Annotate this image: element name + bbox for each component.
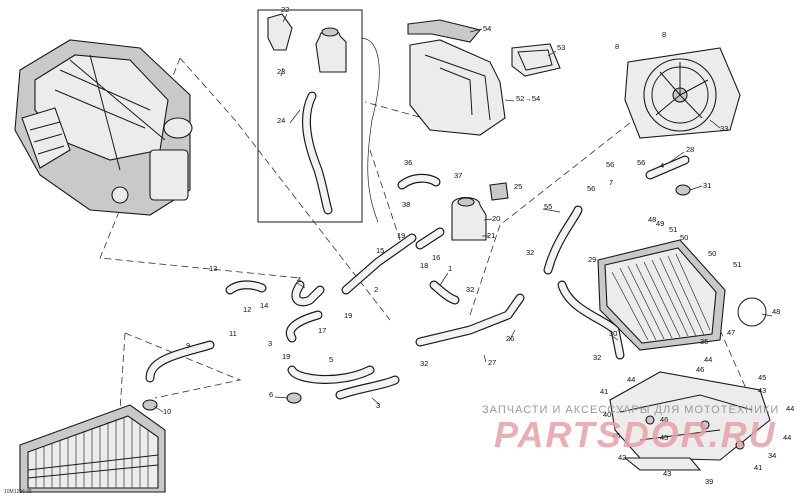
callout-56-a: 56 <box>606 160 614 169</box>
callout-50-b: 50 <box>708 249 716 258</box>
callout-32-c: 32 <box>420 359 428 368</box>
callout-53: 53 <box>557 43 565 52</box>
callout-3: 3 <box>376 401 380 410</box>
mounting-bracket <box>609 371 771 471</box>
callout-44-a: 44 <box>704 355 712 364</box>
callout-51-a: 51 <box>669 225 677 234</box>
callout-3-top: 3 <box>268 339 272 348</box>
callout-19-b: 19 <box>344 311 352 320</box>
callout-46-b: 46 <box>660 415 668 424</box>
document-id: 10M1236 35 <box>4 489 32 495</box>
callout-45-c: 45 <box>660 433 668 442</box>
callout-15: 15 <box>376 246 384 255</box>
callout-8-b: 8 <box>662 30 666 39</box>
callout-38: 38 <box>402 200 410 209</box>
callout-21: 21 <box>487 231 495 240</box>
callout-32-b: 32 <box>466 285 474 294</box>
callout-1: 1 <box>448 264 452 273</box>
watermark-logo: PARTSDOR.RU <box>494 414 777 455</box>
air-duct-assembly <box>407 19 561 136</box>
callout-54-top: 54 <box>483 24 491 33</box>
callout-12: 12 <box>243 305 251 314</box>
callout-2: 2 <box>374 285 378 294</box>
coolant-hoses <box>142 155 691 411</box>
callout-33: 33 <box>720 124 728 133</box>
callout-45-b: 45 <box>612 431 620 440</box>
callout-40: 40 <box>603 410 611 419</box>
callout-39: 39 <box>705 477 713 486</box>
callout-8-a: 8 <box>615 42 619 51</box>
leader-lines <box>153 13 773 413</box>
callout-51-b: 51 <box>733 260 741 269</box>
callout-24: 24 <box>277 116 285 125</box>
callout-45-a: 45 <box>758 373 766 382</box>
callout-32-d: 32 <box>593 353 601 362</box>
callout-18: 18 <box>420 261 428 270</box>
callout-20: 20 <box>492 214 500 223</box>
callout-28: 28 <box>686 145 694 154</box>
callout-13: 13 <box>209 264 217 273</box>
watermark-text: ЗАПЧАСТИ И АКСЕССУАРЫ ДЛЯ МОТОТЕХНИКИ <box>482 404 780 416</box>
callout-23: 23 <box>277 67 285 76</box>
callout-17: 17 <box>318 326 326 335</box>
callout-47: 47 <box>727 328 735 337</box>
callout-19-a: 19 <box>397 231 405 240</box>
callout-36: 36 <box>404 158 412 167</box>
callout-43-b: 43 <box>663 469 671 478</box>
callout-30: 30 <box>609 329 617 338</box>
cooling-fan <box>624 47 741 139</box>
callout-43-a: 43 <box>758 386 766 395</box>
callout-4-top: 4 <box>660 161 664 170</box>
callout-44-c: 44 <box>786 404 794 413</box>
callout-52-54: 52→54 <box>516 94 540 103</box>
callout-19-c: 19 <box>282 352 290 361</box>
callout-48: 48 <box>648 215 656 224</box>
callout-4: 4 <box>297 275 301 284</box>
callout-7: 7 <box>609 178 613 187</box>
callout-34: 34 <box>768 451 776 460</box>
callout-32-a: 32 <box>526 248 534 257</box>
callout-37: 37 <box>454 171 462 180</box>
callout-10: 10 <box>163 407 171 416</box>
callout-44-d: 44 <box>783 433 791 442</box>
callout-44-b: 44 <box>627 375 635 384</box>
expansion-tank-inset <box>257 9 380 223</box>
callout-5: 5 <box>329 355 333 364</box>
callout-25: 25 <box>514 182 522 191</box>
callout-50-a: 50 <box>680 233 688 242</box>
callout-49: 49 <box>656 219 664 228</box>
callout-55: 55 <box>544 202 552 211</box>
callout-56-c: 56 <box>587 184 595 193</box>
callout-41: 41 <box>600 387 608 396</box>
callout-14: 14 <box>260 301 268 310</box>
callout-46-a: 46 <box>696 365 704 374</box>
callout-6: 6 <box>269 390 273 399</box>
front-radiator <box>19 404 166 493</box>
callout-35: 35 <box>700 337 708 346</box>
callout-11: 11 <box>229 329 237 338</box>
callout-31: 31 <box>703 181 711 190</box>
callout-41-b: 41 <box>754 463 762 472</box>
callout-56-b: 56 <box>637 158 645 167</box>
engine-block <box>14 39 193 216</box>
coolant-reservoir <box>451 182 509 241</box>
callout-48-b: 48 <box>772 307 780 316</box>
callout-29: 29 <box>588 255 596 264</box>
callout-9: 9 <box>186 341 190 350</box>
callout-27: 27 <box>488 358 496 367</box>
side-radiator <box>597 239 767 351</box>
callout-42: 42 <box>618 453 626 462</box>
callout-22: 22 <box>281 5 289 14</box>
callout-16: 16 <box>432 253 440 262</box>
